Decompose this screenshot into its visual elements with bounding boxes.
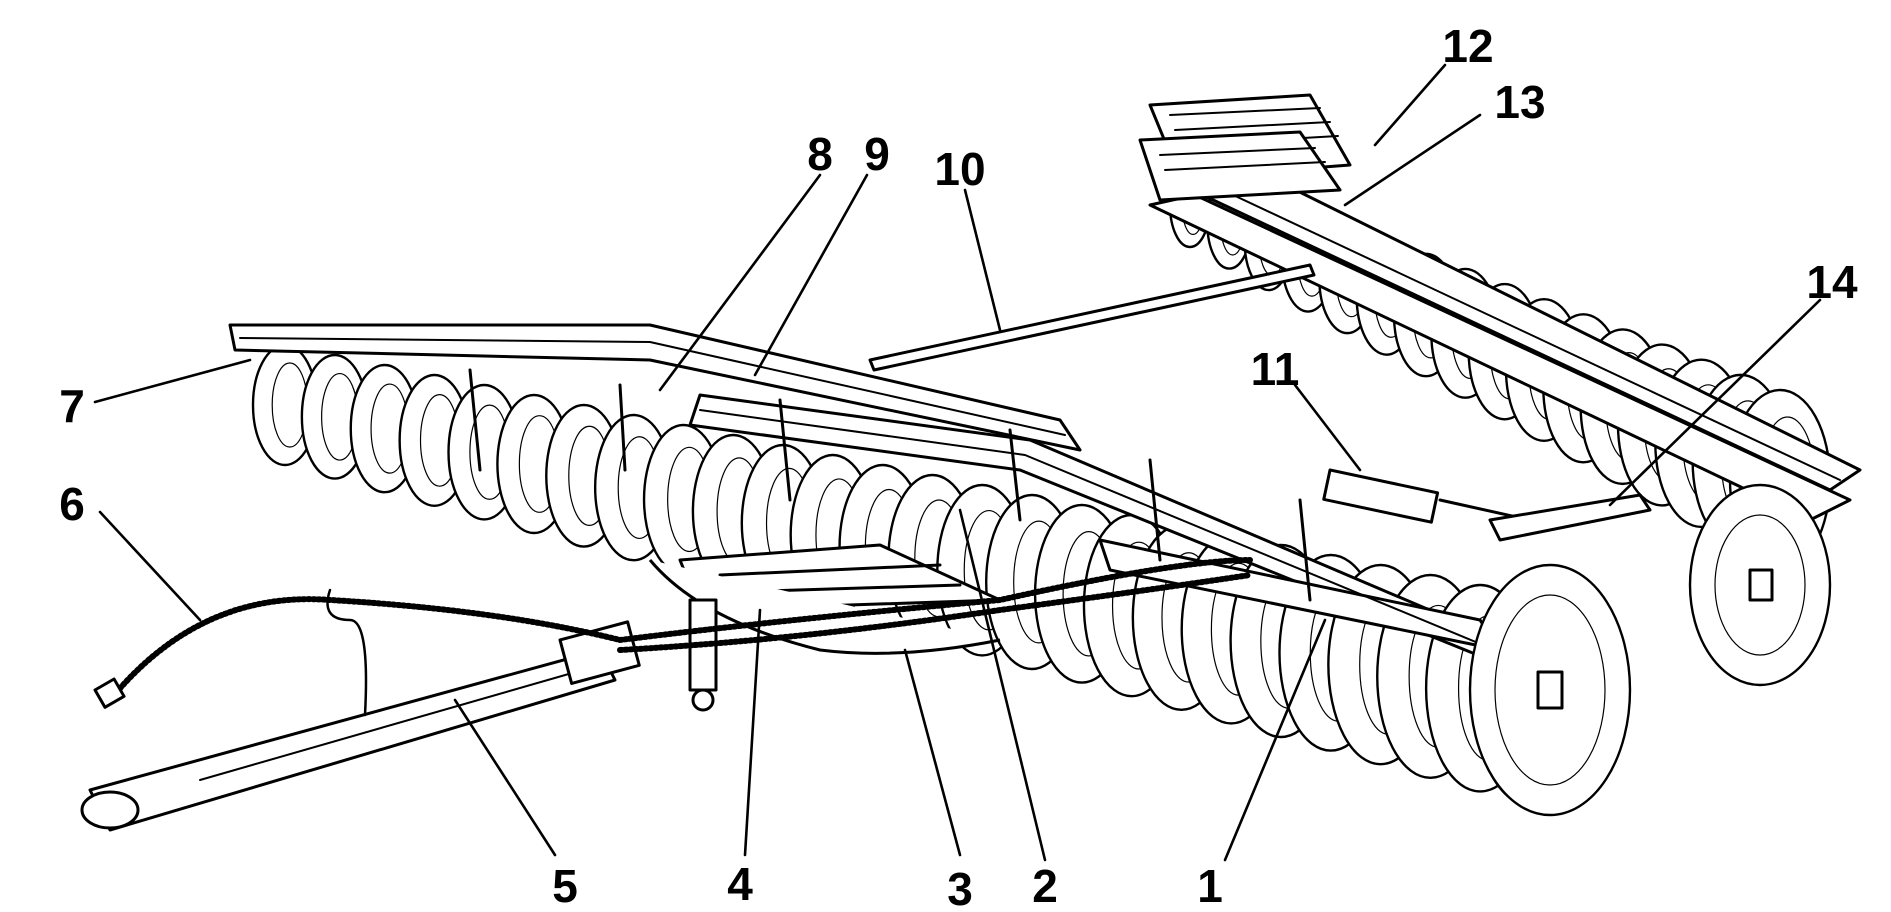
leader-4: [743, 608, 762, 857]
hitch-assembly: [80, 543, 1002, 832]
weight-box: [1138, 93, 1352, 202]
callout-1: 1: [1197, 860, 1223, 912]
callout-6: 6: [59, 478, 85, 530]
callout-12: 12: [1442, 20, 1493, 72]
adjustment-lever: [1488, 493, 1652, 542]
callout-11: 11: [1251, 343, 1300, 395]
leader-1: [1223, 618, 1327, 862]
leader-7: [93, 358, 252, 404]
leader-3: [903, 648, 962, 857]
leader-14: [1608, 298, 1822, 507]
leader-9: [753, 173, 869, 377]
leader-5: [453, 698, 557, 857]
callout-13: 13: [1494, 76, 1545, 128]
callout-7: 7: [59, 380, 85, 432]
harrow-illustration: [80, 93, 1862, 832]
callout-9: 9: [864, 128, 890, 180]
leader-13: [1343, 113, 1482, 207]
transport-wheel: [1468, 483, 1832, 817]
hydraulic-hose: [93, 557, 1253, 717]
callout-14: 14: [1806, 256, 1858, 308]
callout-10: 10: [934, 143, 985, 195]
callout-2: 2: [1032, 860, 1058, 912]
leader-6: [98, 510, 202, 622]
callout-4: 4: [727, 858, 753, 910]
leader-8: [658, 173, 822, 392]
leader-11: [1293, 383, 1362, 472]
hydraulic-cylinder: [1322, 468, 1532, 524]
callout-3: 3: [947, 863, 973, 912]
connecting-bar: [868, 263, 1316, 372]
rear-right-disc-gang: [1148, 148, 1862, 572]
leader-12: [1373, 63, 1447, 147]
callout-labels: 1 2 3 4 5 6 7 8 9 10 11 12 13 14: [59, 20, 1858, 912]
leader-10: [963, 188, 1002, 332]
leader-lines: [93, 63, 1822, 862]
callout-8: 8: [807, 128, 833, 180]
callout-5: 5: [552, 860, 578, 912]
leader-2: [958, 508, 1047, 862]
